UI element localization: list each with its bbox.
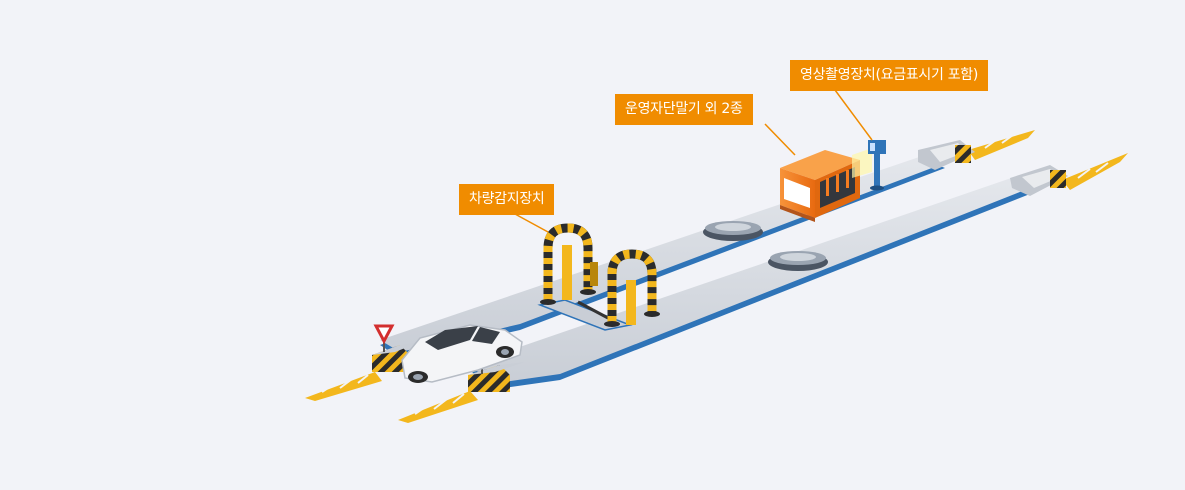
detector-gate-icon — [540, 223, 598, 305]
operation-terminal-label: 운영자단말기 외 2종 — [615, 94, 753, 125]
exit-arrow-right — [1062, 153, 1128, 190]
exit-arrow-left — [968, 130, 1035, 160]
car-icon — [401, 324, 523, 383]
leader-line-terminal — [764, 123, 796, 156]
yield-sign-icon — [373, 324, 395, 352]
entry-arrow-right — [398, 391, 478, 423]
detector-gate-icon — [604, 249, 660, 327]
leader-line-camera — [834, 89, 873, 141]
entry-arrow-left — [305, 372, 382, 401]
video-camera-label: 영상촬영장치(요금표시기 포함) — [790, 60, 989, 91]
camera-icon — [852, 140, 886, 191]
leader-line-detector — [514, 213, 549, 233]
speed-bump-icon — [768, 251, 828, 271]
toll-booth-icon — [780, 150, 860, 222]
speed-bump-icon — [703, 221, 763, 241]
vehicle-detector-label: 차량감지장치 — [459, 184, 555, 215]
lane-lower — [470, 165, 1068, 390]
